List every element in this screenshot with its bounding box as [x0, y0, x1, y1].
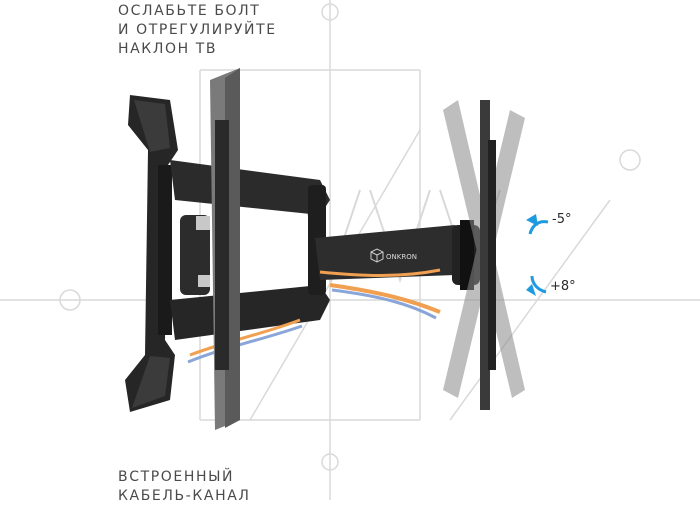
upper-arm — [170, 160, 330, 215]
wall-plate — [125, 95, 210, 412]
caption-cable-channel: ВСТРОЕННЫЙ КАБЕЛЬ-КАНАЛ — [118, 469, 251, 504]
extension-arm — [315, 225, 470, 320]
cube-logo-icon — [370, 248, 384, 263]
tv-bracket-front — [210, 68, 240, 430]
tilt-arrow-down-icon — [526, 275, 547, 296]
caption-tilt-instruction: ОСЛАБЬТЕ БОЛТ И ОТРЕГУЛИРУЙТЕ НАКЛОН ТВ — [118, 3, 277, 57]
tv-bracket-side — [480, 100, 496, 410]
brand-label: ONKRON — [386, 253, 417, 261]
tilt-arrow-up-icon — [526, 214, 549, 235]
tilt-up-label: -5° — [552, 212, 572, 227]
tilt-down-label: +8° — [550, 279, 576, 294]
lower-arm — [170, 285, 330, 364]
brand-logo: ONKRON — [370, 248, 417, 263]
